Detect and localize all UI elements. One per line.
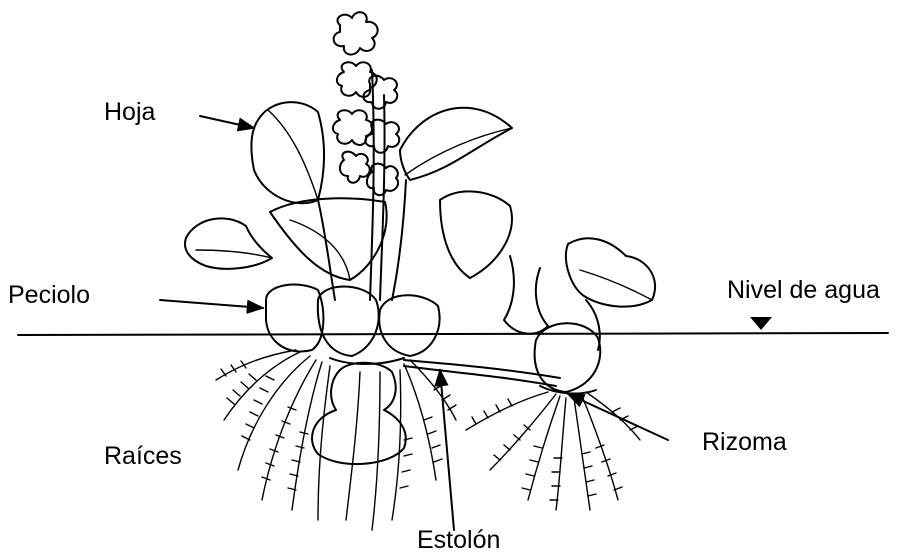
label-hoja: Hoja — [104, 100, 155, 125]
flower-6 — [340, 152, 370, 183]
roots-left — [216, 350, 456, 530]
flower-7 — [367, 164, 398, 195]
submerged-bulb — [312, 363, 406, 464]
right-plant — [466, 238, 655, 510]
label-raices: Raíces — [104, 444, 182, 469]
flower-5 — [365, 120, 399, 153]
roots-right — [466, 392, 640, 510]
flower-4 — [333, 110, 373, 145]
arrow-hoja — [200, 116, 254, 128]
flower-top — [334, 12, 378, 54]
label-nivel-de-agua: Nivel de agua — [727, 278, 880, 303]
label-rizoma: Rizoma — [702, 430, 787, 455]
arrow-rizoma — [568, 394, 668, 440]
label-peciolo: Peciolo — [8, 283, 90, 308]
left-plant — [185, 12, 512, 530]
leaf-right-back — [504, 256, 548, 334]
petiole-float-right — [379, 295, 439, 356]
arrow-peciolo — [160, 300, 263, 308]
leaf-right-top — [566, 238, 655, 306]
water-level-line — [18, 333, 888, 335]
leaf-right-mid — [440, 191, 512, 278]
flower-3 — [363, 76, 397, 109]
arrow-estolon — [440, 370, 454, 530]
leaf-top-right — [400, 108, 512, 180]
leaf-small-left — [185, 218, 272, 268]
leaf-hoja — [251, 102, 324, 203]
flower-2 — [337, 62, 377, 97]
petiole-float-left — [266, 285, 323, 352]
leaf-middle — [270, 198, 387, 280]
water-level-marker-icon — [750, 317, 772, 330]
label-estolon: Estolón — [417, 528, 500, 553]
